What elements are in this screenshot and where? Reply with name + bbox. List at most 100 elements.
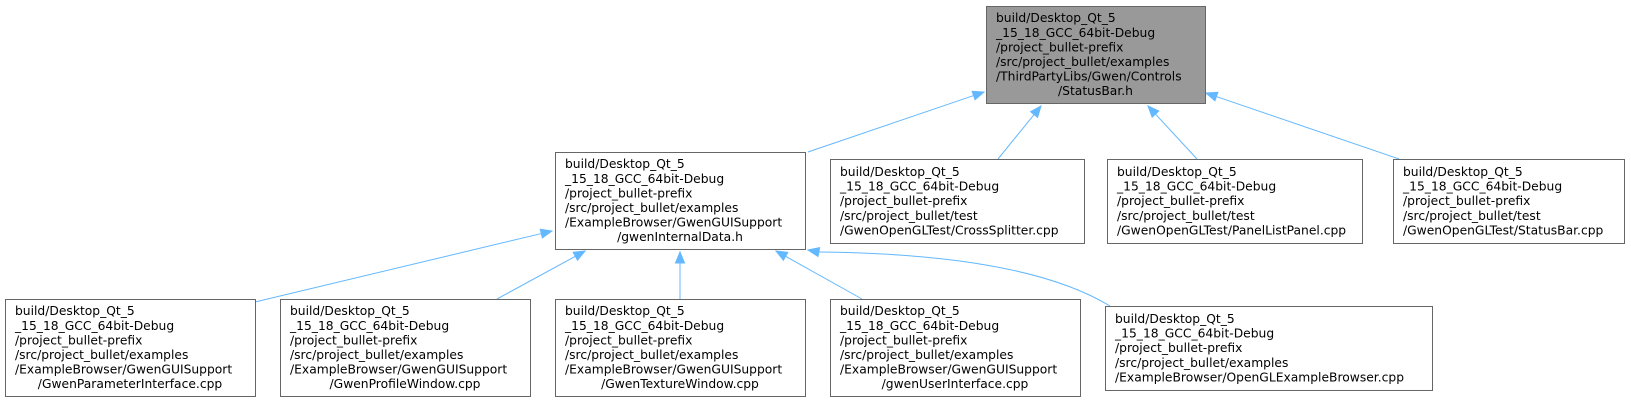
edge-gwentexturewindow_cpp-to-gweninternaldata_h bbox=[674, 250, 686, 299]
edge-gwenuserinterface_cpp-to-gweninternaldata_h bbox=[774, 250, 863, 300]
node-gwentexturewindow-cpp[interactable]: build/Desktop_Qt_5_15_18_GCC_64bit-Debug… bbox=[555, 299, 806, 397]
node-crosssplitter-cpp[interactable]: build/Desktop_Qt_5_15_18_GCC_64bit-Debug… bbox=[830, 159, 1085, 244]
node-gwenparameterinterface-cpp[interactable]: build/Desktop_Qt_5_15_18_GCC_64bit-Debug… bbox=[5, 299, 256, 397]
edge-arrowhead bbox=[674, 250, 686, 264]
edge-arrowhead bbox=[572, 250, 587, 262]
edge-line bbox=[785, 255, 863, 300]
edge-crosssplitter_cpp-to-statusbar_h bbox=[997, 104, 1042, 160]
node-label-line: build/Desktop_Qt_5 bbox=[15, 304, 135, 318]
node-label-line: _15_18_GCC_64bit-Debug bbox=[289, 319, 449, 333]
node-label-line: _15_18_GCC_64bit-Debug bbox=[839, 319, 999, 333]
node-label-line: /ExampleBrowser/GwenGUISupport bbox=[290, 363, 507, 377]
node-label-line: /project_bullet-prefix bbox=[840, 333, 967, 347]
node-label-line: /GwenOpenGLTest/StatusBar.cpp bbox=[1403, 223, 1604, 237]
node-label-line: _15_18_GCC_64bit-Debug bbox=[1114, 327, 1274, 341]
node-label-line: build/Desktop_Qt_5 bbox=[290, 304, 410, 318]
nodes-layer: build/Desktop_Qt_5_15_18_GCC_64bit-Debug… bbox=[5, 6, 1625, 397]
node-label-line: /src/project_bullet/examples bbox=[565, 348, 738, 362]
node-label-line: _15_18_GCC_64bit-Debug bbox=[839, 180, 999, 194]
node-label-line: /src/project_bullet/examples bbox=[565, 201, 738, 215]
node-box[interactable] bbox=[830, 159, 1085, 244]
edge-statusbar_cpp-to-statusbar_h bbox=[1204, 91, 1400, 160]
node-box[interactable] bbox=[5, 299, 256, 397]
node-label-line: /ExampleBrowser/GwenGUISupport bbox=[565, 216, 782, 230]
node-label-line: /project_bullet-prefix bbox=[565, 186, 692, 200]
node-label-line: /project_bullet-prefix bbox=[840, 194, 967, 208]
edge-line bbox=[496, 255, 576, 300]
node-label-line: build/Desktop_Qt_5 bbox=[1115, 312, 1235, 326]
node-label-line: _15_18_GCC_64bit-Debug bbox=[14, 319, 174, 333]
edge-arrowhead bbox=[1029, 104, 1042, 119]
edge-arrowhead bbox=[806, 246, 821, 258]
node-gwenuserinterface-cpp[interactable]: build/Desktop_Qt_5_15_18_GCC_64bit-Debug… bbox=[830, 299, 1081, 397]
node-label-line: /src/project_bullet/examples bbox=[996, 55, 1169, 69]
node-label-line: build/Desktop_Qt_5 bbox=[1117, 165, 1237, 179]
edge-line bbox=[807, 95, 974, 153]
node-statusbar-h: build/Desktop_Qt_5_15_18_GCC_64bit-Debug… bbox=[986, 6, 1206, 104]
node-label-line: /gwenUserInterface.cpp bbox=[882, 377, 1029, 391]
node-label-line: /src/project_bullet/examples bbox=[290, 348, 463, 362]
edge-gweninternaldata_h-to-statusbar_h bbox=[807, 90, 986, 153]
node-box[interactable] bbox=[830, 299, 1081, 397]
node-label-line: /GwenProfileWindow.cpp bbox=[330, 377, 481, 391]
edge-arrowhead bbox=[1147, 105, 1160, 119]
edge-line bbox=[818, 251, 1111, 307]
node-box[interactable] bbox=[1393, 159, 1625, 244]
node-label-line: _15_18_GCC_64bit-Debug bbox=[564, 172, 724, 186]
node-gweninternaldata-h[interactable]: build/Desktop_Qt_5_15_18_GCC_64bit-Debug… bbox=[555, 152, 806, 250]
node-box[interactable] bbox=[1105, 306, 1433, 391]
node-gwenprofilewindow-cpp[interactable]: build/Desktop_Qt_5_15_18_GCC_64bit-Debug… bbox=[280, 299, 531, 397]
node-label-line: build/Desktop_Qt_5 bbox=[840, 304, 960, 318]
node-label-line: build/Desktop_Qt_5 bbox=[840, 165, 960, 179]
node-label-line: /src/project_bullet/examples bbox=[840, 348, 1013, 362]
node-label-line: /GwenOpenGLTest/PanelListPanel.cpp bbox=[1117, 223, 1346, 237]
node-label-line: /ExampleBrowser/GwenGUISupport bbox=[565, 363, 782, 377]
edge-line bbox=[254, 233, 542, 303]
edge-line bbox=[1155, 113, 1198, 160]
edge-openglexamplebrowser_cpp-to-gweninternaldata_h bbox=[806, 246, 1111, 307]
node-label-line: /gwenInternalData.h bbox=[617, 230, 743, 244]
node-label-line: _15_18_GCC_64bit-Debug bbox=[564, 319, 724, 333]
node-label-line: _15_18_GCC_64bit-Debug bbox=[1116, 180, 1276, 194]
node-label-line: /StatusBar.h bbox=[1058, 84, 1133, 98]
node-label-line: build/Desktop_Qt_5 bbox=[1403, 165, 1523, 179]
node-label-line: build/Desktop_Qt_5 bbox=[565, 157, 685, 171]
edge-arrowhead bbox=[774, 250, 789, 262]
node-label-line: build/Desktop_Qt_5 bbox=[996, 11, 1116, 25]
node-box[interactable] bbox=[1107, 159, 1363, 244]
node-label-line: /ExampleBrowser/OpenGLExampleBrowser.cpp bbox=[1115, 370, 1404, 384]
node-statusbar-cpp[interactable]: build/Desktop_Qt_5_15_18_GCC_64bit-Debug… bbox=[1393, 159, 1625, 244]
node-label-line: /project_bullet-prefix bbox=[565, 333, 692, 347]
node-label-line: /GwenTextureWindow.cpp bbox=[601, 377, 759, 391]
node-box[interactable] bbox=[555, 152, 806, 250]
node-label-line: /project_bullet-prefix bbox=[15, 333, 142, 347]
node-label-line: /src/project_bullet/examples bbox=[15, 348, 188, 362]
node-label-line: /project_bullet-prefix bbox=[1117, 194, 1244, 208]
edge-arrowhead bbox=[1204, 91, 1219, 102]
node-label-line: /src/project_bullet/test bbox=[840, 209, 978, 223]
node-label-line: /ExampleBrowser/GwenGUISupport bbox=[15, 363, 232, 377]
node-box[interactable] bbox=[280, 299, 531, 397]
node-label-line: /GwenOpenGLTest/CrossSplitter.cpp bbox=[840, 223, 1059, 237]
node-panellistpanel-cpp[interactable]: build/Desktop_Qt_5_15_18_GCC_64bit-Debug… bbox=[1107, 159, 1363, 244]
node-box[interactable] bbox=[555, 299, 806, 397]
node-label-line: /project_bullet-prefix bbox=[996, 40, 1123, 54]
node-openglexamplebrowser-cpp[interactable]: build/Desktop_Qt_5_15_18_GCC_64bit-Debug… bbox=[1105, 306, 1433, 391]
node-label-line: _15_18_GCC_64bit-Debug bbox=[1402, 180, 1562, 194]
edge-panellistpanel_cpp-to-statusbar_h bbox=[1147, 105, 1198, 160]
edge-arrowhead bbox=[539, 228, 554, 239]
node-label-line: /project_bullet-prefix bbox=[1403, 194, 1530, 208]
node-label-line: _15_18_GCC_64bit-Debug bbox=[995, 26, 1155, 40]
node-label-line: /ThirdPartyLibs/Gwen/Controls bbox=[996, 70, 1182, 84]
node-label-line: /GwenParameterInterface.cpp bbox=[38, 377, 223, 391]
edges-layer bbox=[254, 90, 1400, 307]
node-label-line: /src/project_bullet/test bbox=[1403, 209, 1541, 223]
edge-gwenprofilewindow_cpp-to-gweninternaldata_h bbox=[496, 250, 587, 300]
edge-gwenparameterinterface_cpp-to-gweninternaldata_h bbox=[254, 228, 554, 303]
node-box bbox=[986, 6, 1206, 104]
node-label-line: /src/project_bullet/examples bbox=[1115, 356, 1288, 370]
edge-line bbox=[1216, 96, 1400, 160]
node-label-line: /project_bullet-prefix bbox=[290, 333, 417, 347]
node-label-line: /ExampleBrowser/GwenGUISupport bbox=[840, 363, 1057, 377]
